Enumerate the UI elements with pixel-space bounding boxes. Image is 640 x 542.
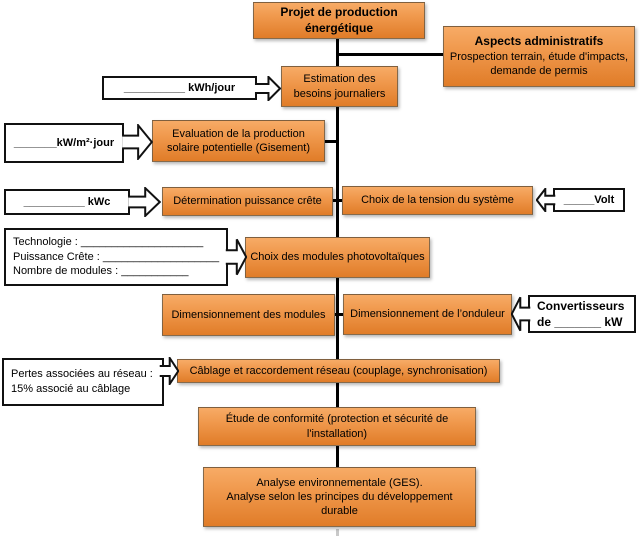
- node-evaluation-label: Evaluation de la production solaire pote…: [166, 127, 311, 154]
- node-estimation-label: Estimation des besoins journaliers: [293, 73, 386, 100]
- node-dimensionnement-modules: Dimensionnement des modules: [162, 294, 335, 336]
- callout-technologie: Technologie : ____________________ Puiss…: [4, 228, 228, 286]
- callout-convertisseurs-line1: Convertisseurs: [537, 298, 625, 313]
- arrow-left-icon: [511, 296, 531, 332]
- callout-technologie-line1: Technologie : ____________________: [13, 235, 204, 248]
- node-choix-modules: Choix des modules photovoltaïques: [245, 237, 430, 278]
- node-tension-label: Choix de la tension du système: [361, 194, 514, 207]
- node-determination-puissance: Détermination puissance crête: [162, 187, 333, 216]
- callout-pertes-line1: Pertes associées au réseau :: [11, 368, 153, 381]
- node-choix-modules-label: Choix des modules photovoltaïques: [250, 251, 425, 264]
- node-cablage-label: Câblage et raccordement réseau (couplage…: [189, 364, 488, 377]
- node-determination-label: Détermination puissance crête: [173, 195, 322, 208]
- node-dimensionnement-onduleur: Dimensionnement de l’onduleur: [343, 294, 512, 335]
- node-choix-tension: Choix de la tension du système: [342, 186, 533, 215]
- callout-kwc: __________ kWc: [4, 189, 130, 215]
- connector-row3-horizontal: [330, 199, 344, 202]
- callout-kwc-label: __________ kWc: [23, 195, 111, 208]
- callout-volt-label: _____Volt: [563, 193, 615, 206]
- arrow-right-icon: [128, 187, 161, 217]
- node-etude-conformite: Étude de conformité (protection et sécur…: [198, 407, 476, 446]
- callout-volt: _____Volt: [553, 188, 625, 212]
- callout-kwh-jour: __________ kWh/jour: [102, 76, 257, 100]
- callout-pertes-reseau: Pertes associées au réseau : 15% associé…: [2, 358, 164, 406]
- callout-convertisseurs: Convertisseurs de _______ kW: [528, 295, 636, 333]
- node-estimation-besoins: Estimation des besoins journaliers: [281, 66, 398, 107]
- node-analyse-line1: Analyse environnementale (GES).: [256, 476, 423, 489]
- node-aspects-title: Aspects administratifs: [474, 34, 604, 49]
- node-projet-production: Projet de production énergétique: [253, 2, 425, 39]
- callout-technologie-line2: Puissance Crête : ___________________: [13, 250, 220, 263]
- node-evaluation-gisement: Evaluation de la production solaire pote…: [152, 120, 325, 162]
- node-analyse-line2: Analyse selon les principes du développe…: [226, 490, 453, 518]
- arrow-right-icon: [254, 76, 281, 101]
- node-dim-modules-label: Dimensionnement des modules: [171, 308, 326, 321]
- node-aspects-administratifs: Aspects administratifs Prospection terra…: [443, 26, 635, 87]
- node-analyse-environnementale: Analyse environnementale (GES). Analyse …: [203, 467, 476, 527]
- arrow-right-icon: [225, 238, 247, 276]
- connector-row5-horizontal: [333, 313, 345, 316]
- node-projet-label: Projet de production énergétique: [280, 4, 398, 35]
- node-cablage-raccordement: Câblage et raccordement réseau (couplage…: [177, 359, 500, 383]
- node-dim-onduleur-label: Dimensionnement de l’onduleur: [350, 308, 505, 321]
- connector-bottom-stub: [336, 529, 339, 536]
- node-aspects-body: Prospection terrain, étude d'impacts, de…: [449, 51, 629, 78]
- callout-technologie-line3: Nombre de modules : ___________: [13, 265, 189, 278]
- node-etude-label: Étude de conformité (protection et sécur…: [225, 413, 449, 440]
- callout-kw-m2-jour: _______kW/m²·jour: [4, 123, 124, 163]
- callout-pertes-line2: 15% associé au câblage: [11, 383, 131, 395]
- arrow-right-icon: [159, 357, 179, 385]
- callout-convertisseurs-line2: de _______ kW: [537, 315, 623, 329]
- connector-evaluation-horizontal: [325, 140, 339, 143]
- callout-kwh-jour-label: __________ kWh/jour: [123, 81, 236, 94]
- arrow-right-icon: [122, 124, 153, 160]
- connector-aspects-horizontal: [337, 53, 443, 56]
- callout-kw-m2-jour-label: _______kW/m²·jour: [13, 136, 115, 149]
- arrow-left-icon: [536, 188, 556, 212]
